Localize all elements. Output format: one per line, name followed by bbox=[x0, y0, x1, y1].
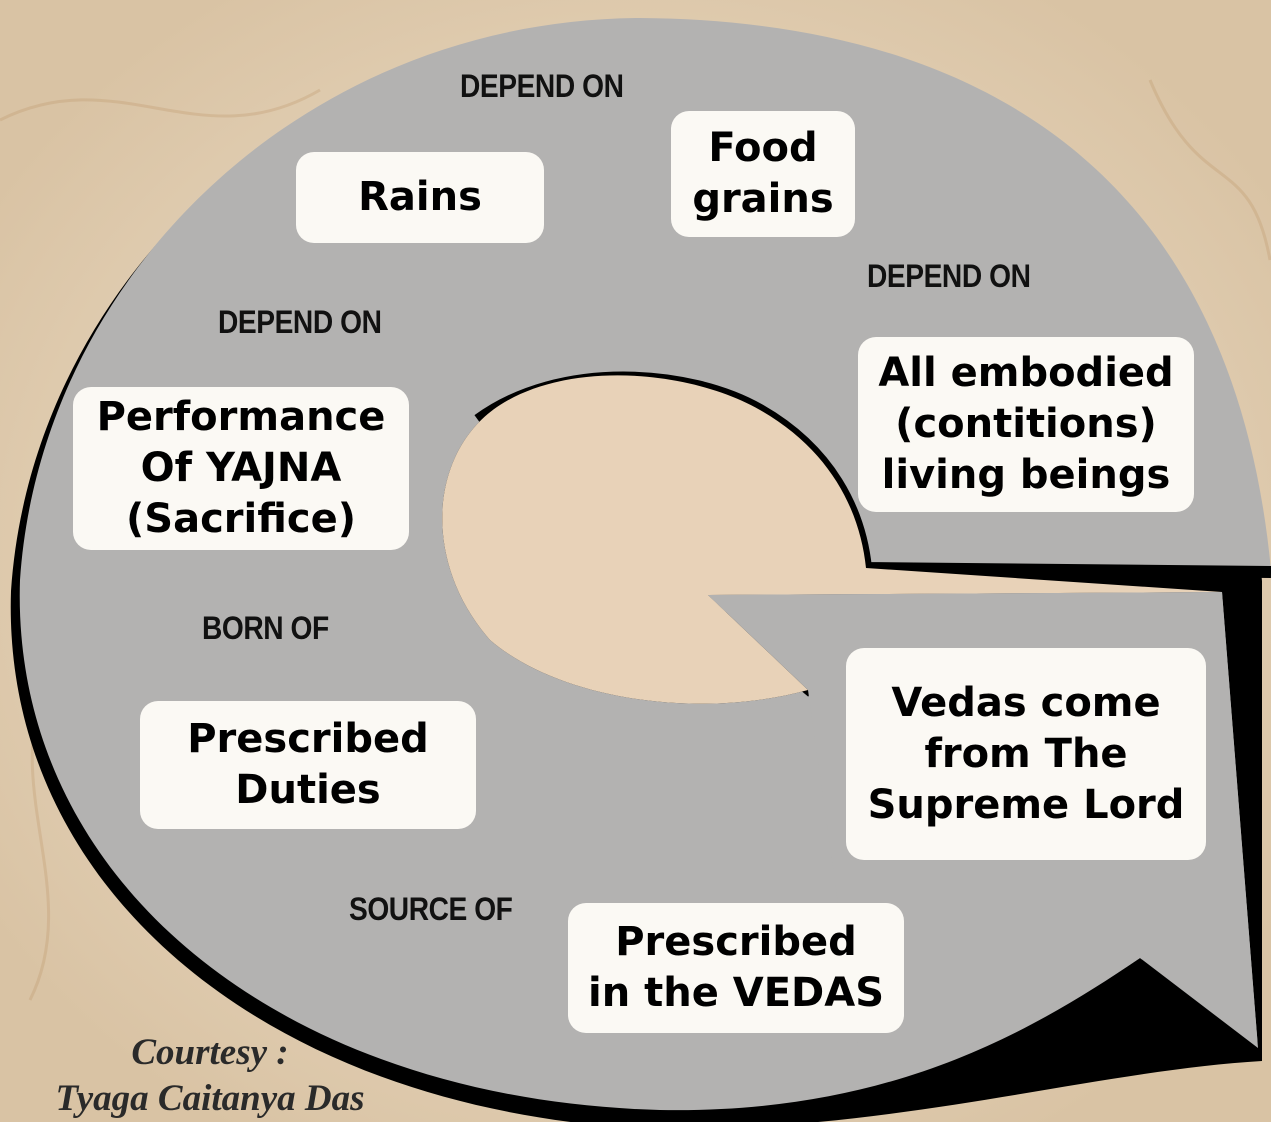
connector-born-of: BORN OF bbox=[202, 610, 329, 646]
box-yajna: Performance Of YAJNA (Sacrifice) bbox=[73, 387, 409, 550]
connector-source-of: SOURCE OF bbox=[349, 891, 513, 927]
box-rains: Rains bbox=[296, 152, 544, 243]
connector-depend-on-top: DEPEND ON bbox=[460, 68, 624, 104]
box-food-grains: Food grains bbox=[671, 111, 855, 237]
courtesy-credit: Courtesy : Tyaga Caitanya Das bbox=[10, 1030, 410, 1122]
connector-depend-on-right: DEPEND ON bbox=[867, 258, 1031, 294]
courtesy-label: Courtesy : bbox=[131, 1032, 289, 1073]
box-embodied-beings: All embodied (contitions) living beings bbox=[858, 337, 1194, 512]
inner-hole bbox=[442, 375, 1222, 704]
arrow-tip-shadow bbox=[1136, 957, 1262, 1055]
box-vedas-from-lord: Vedas come from The Supreme Lord bbox=[846, 648, 1206, 860]
courtesy-author: Tyaga Caitanya Das bbox=[55, 1078, 365, 1119]
box-prescribed-duties: Prescribed Duties bbox=[140, 701, 476, 829]
connector-depend-on-left: DEPEND ON bbox=[218, 304, 382, 340]
box-prescribed-vedas: Prescribed in the VEDAS bbox=[568, 903, 904, 1033]
